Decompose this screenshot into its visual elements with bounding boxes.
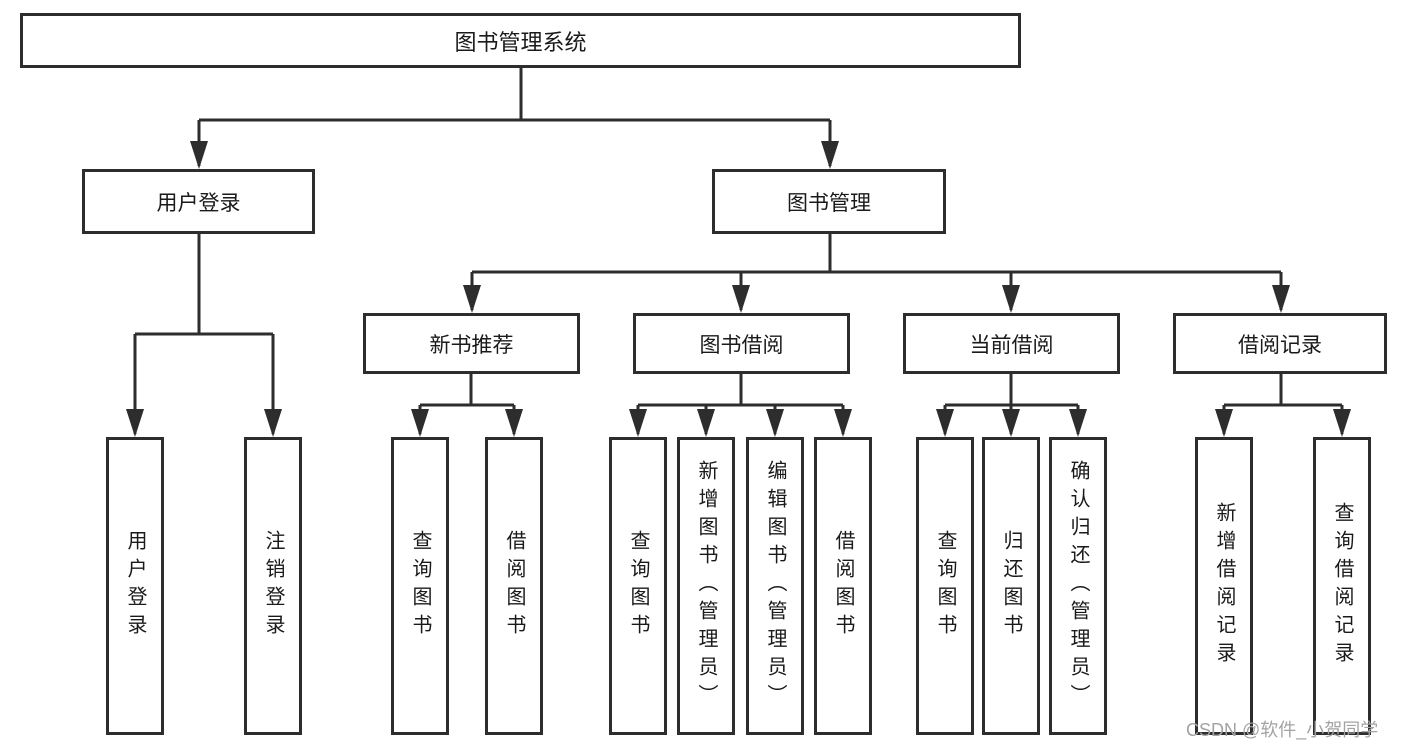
- leaf-query-book-borrow: 查询图书: [609, 437, 667, 735]
- leaf-query-book-current-label: 查询图书: [934, 530, 956, 642]
- leaf-edit-book-admin: 编辑图书（管理员）: [746, 437, 804, 735]
- node-current-borrowing: 当前借阅: [903, 313, 1120, 374]
- leaf-borrow-book-recommend-label: 借阅图书: [503, 530, 525, 642]
- leaf-query-book-borrow-label: 查询图书: [627, 530, 649, 642]
- leaf-borrow-book: 借阅图书: [814, 437, 872, 735]
- leaf-query-borrow-record-label: 查询借阅记录: [1331, 502, 1353, 670]
- leaf-add-borrow-record: 新增借阅记录: [1195, 437, 1253, 735]
- leaf-confirm-return-admin: 确认归还（管理员）: [1049, 437, 1107, 735]
- leaf-borrow-book-label: 借阅图书: [832, 530, 854, 642]
- leaf-query-book-current: 查询图书: [916, 437, 974, 735]
- connector-paths: [133, 68, 1344, 434]
- node-book-management: 图书管理: [712, 169, 946, 234]
- csdn-watermark: CSDN @软件_小贺同学: [1186, 720, 1379, 740]
- leaf-return-book-label: 归还图书: [1000, 530, 1022, 642]
- leaf-borrow-book-recommend: 借阅图书: [485, 437, 543, 735]
- node-borrowing-records: 借阅记录: [1173, 313, 1387, 374]
- leaf-confirm-return-admin-label: 确认归还（管理员）: [1067, 460, 1089, 712]
- leaf-user-login-label: 用户登录: [124, 530, 146, 642]
- leaf-edit-book-admin-label: 编辑图书（管理员）: [764, 460, 786, 712]
- node-book-borrowing: 图书借阅: [633, 313, 850, 374]
- leaf-add-book-admin-label: 新增图书（管理员）: [695, 460, 717, 712]
- arrowheads: [126, 141, 1351, 437]
- node-new-book-recommend: 新书推荐: [363, 313, 580, 374]
- leaf-add-borrow-record-label: 新增借阅记录: [1213, 502, 1235, 670]
- leaf-user-login: 用户登录: [106, 437, 164, 735]
- leaf-add-book-admin: 新增图书（管理员）: [677, 437, 735, 735]
- leaf-query-book-recommend-label: 查询图书: [409, 530, 431, 642]
- leaf-return-book: 归还图书: [982, 437, 1040, 735]
- node-library-management-system: 图书管理系统: [20, 13, 1021, 68]
- leaf-logout: 注销登录: [244, 437, 302, 735]
- node-user-login: 用户登录: [82, 169, 315, 234]
- leaf-logout-label: 注销登录: [262, 530, 284, 642]
- leaf-query-borrow-record: 查询借阅记录: [1313, 437, 1371, 735]
- leaf-query-book-recommend: 查询图书: [391, 437, 449, 735]
